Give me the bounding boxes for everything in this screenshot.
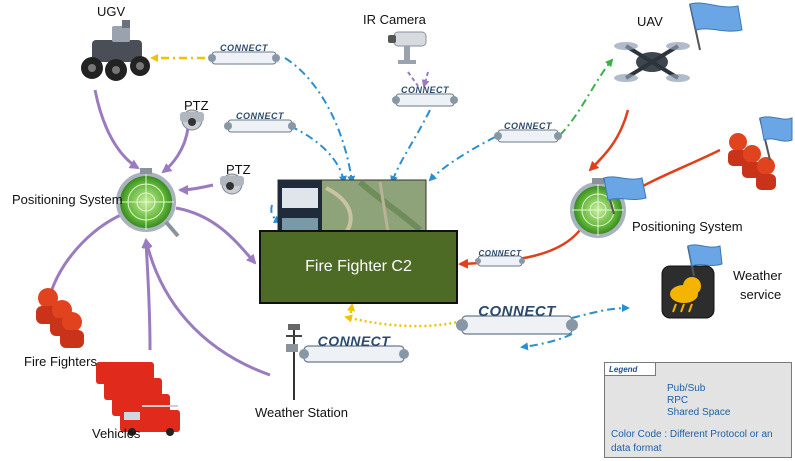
shared-space-link-2 [347, 303, 356, 319]
positioning-left-label: Positioning System [12, 192, 123, 207]
weather-icon [661, 265, 715, 319]
uav-label: UAV [637, 14, 663, 29]
c2-label: Fire Fighter C2 [305, 258, 412, 275]
connector-uav: CONNECT [494, 121, 562, 143]
legend-pub-sub: Pub/Sub [667, 383, 706, 394]
legend-rpc: RPC [667, 395, 689, 406]
positioning-right-label: Positioning System [632, 219, 743, 234]
weather-service-label-2: service [740, 287, 782, 302]
purple-links [46, 89, 271, 377]
ptz-camera-icon [220, 173, 244, 195]
connector-label: CONNECT [478, 303, 557, 320]
ptz-label-mid: PTZ [226, 162, 251, 177]
flag-icon [603, 176, 647, 215]
ir-camera-icon [388, 31, 427, 64]
legend-box [604, 362, 792, 458]
purple-link-ir [407, 71, 419, 87]
connector-label: CONNECT [401, 85, 450, 95]
rpc-links [270, 57, 630, 351]
connector-ir: CONNECT [392, 85, 458, 107]
connector-weather-service: CONNECT [456, 303, 578, 335]
connector-ugv: CONNECT [208, 43, 280, 65]
weather-station-icon [286, 324, 302, 400]
uav-drone-icon [614, 42, 690, 82]
ptz-label-top: PTZ [184, 98, 209, 113]
firefighter-icon [36, 288, 84, 348]
connector-label: CONNECT [220, 43, 269, 53]
vehicles-label: Vehicles [92, 426, 141, 441]
legend-shared-space: Shared Space [667, 407, 731, 418]
ptz-camera-icon [180, 109, 204, 131]
connector-label: CONNECT [236, 111, 285, 121]
weather-service-label-1: Weather [733, 268, 782, 283]
radar-icon [116, 168, 180, 238]
legend-color-code-1: Color Code : Different Protocol or an [611, 429, 773, 440]
legend-color-code-2: data format [611, 443, 662, 454]
shared-space-link [344, 314, 459, 328]
connector-positioning-right: CONNECT [475, 249, 525, 267]
purple-link-ir-2 [421, 71, 430, 88]
c2-box [259, 230, 458, 304]
green-link [559, 58, 614, 136]
fire-fighters-label: Fire Fighters [24, 354, 97, 369]
fire-truck-icon [96, 362, 180, 436]
connector-weather-station: CONNECT [299, 333, 409, 363]
connector-ptz: CONNECT [224, 111, 296, 133]
connector-label: CONNECT [504, 121, 553, 131]
legend-title: Legend [604, 362, 656, 376]
flag-icon [689, 2, 743, 51]
flag-icon [759, 116, 793, 161]
ugv-label: UGV [97, 4, 126, 19]
flag-icon [687, 244, 723, 277]
connector-label: CONNECT [478, 249, 522, 258]
connector-label: CONNECT [318, 333, 392, 349]
firefighter-icon [728, 133, 776, 190]
weather-station-label: Weather Station [255, 405, 348, 420]
ugv-robot-icon [81, 20, 150, 81]
ir-camera-label: IR Camera [363, 12, 426, 27]
